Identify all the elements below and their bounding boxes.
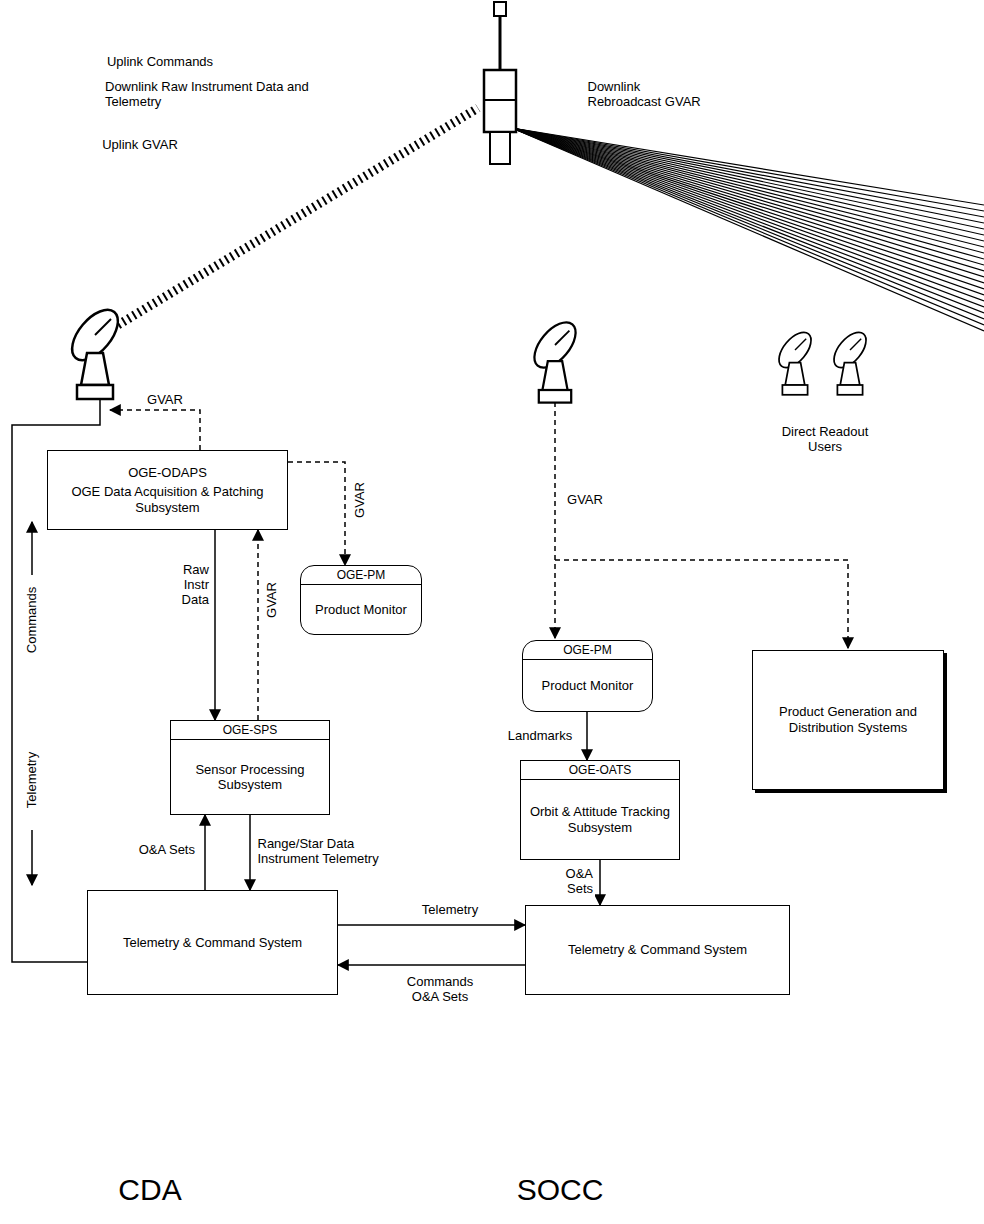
box-text: OGE-PM: [301, 566, 421, 585]
connector-arrow: [338, 964, 525, 966]
process-box: OGE-PMProduct Monitor: [522, 640, 653, 712]
box-text: Telemetry & Command System: [526, 940, 789, 960]
edge-label: O&A Sets: [133, 843, 197, 858]
connector-arrow: [288, 462, 345, 565]
box-text: Product Monitor: [301, 585, 421, 634]
connector-arrow: [599, 860, 601, 905]
edge-label: GVAR: [353, 480, 368, 520]
annotation: Uplink Commands: [105, 55, 215, 70]
edge-label: GVAR: [265, 580, 280, 620]
process-box: OGE-SPSSensor Processing Subsystem: [170, 720, 330, 815]
connector-arrow: [214, 530, 216, 720]
broadcast-fan: [512, 128, 984, 331]
antenna-dish: [63, 302, 126, 399]
edge-label: Landmarks: [506, 729, 574, 744]
edge-label: Telemetry: [420, 903, 480, 918]
box-text: OGE Data Acquisition & Patching Subsyste…: [48, 482, 287, 517]
box-text: Sensor Processing Subsystem: [171, 740, 329, 814]
site-name: CDA: [116, 1173, 183, 1208]
antenna-dish: [828, 327, 872, 395]
box-text: OGE-OATS: [521, 761, 679, 780]
process-box: OGE-OATSOrbit & Attitude Tracking Subsys…: [520, 760, 680, 860]
annotation: Downlink Rebroadcast GVAR: [586, 80, 715, 110]
connector-arrow: [249, 815, 251, 890]
connector-arrow: [338, 924, 525, 926]
edge-label: Commands O&A Sets: [398, 975, 482, 1005]
process-box: Telemetry & Command System: [525, 905, 790, 995]
antenna-dish: [773, 327, 817, 395]
connector-arrow: [257, 530, 259, 720]
annotation: GVAR: [145, 393, 185, 408]
box-text: OGE-SPS: [171, 721, 329, 740]
box-text: Telemetry & Command System: [88, 933, 337, 953]
box-text: Product Generation and Distribution Syst…: [753, 702, 943, 737]
process-box: Product Generation and Distribution Syst…: [752, 650, 944, 790]
box-text: Product Monitor: [523, 660, 652, 711]
feed-lines: [12, 400, 848, 962]
process-box: OGE-ODAPSOGE Data Acquisition & Patching…: [47, 450, 288, 530]
annotation: Uplink GVAR: [100, 138, 180, 153]
box-text: OGE-PM: [523, 641, 652, 660]
annotation: Commands: [25, 585, 40, 655]
box-text: OGE-ODAPS: [48, 463, 287, 483]
process-box: OGE-PMProduct Monitor: [300, 565, 422, 635]
annotation: Telemetry: [25, 750, 40, 810]
annotation: GVAR: [565, 493, 605, 508]
connector-arrow: [204, 815, 206, 890]
box-text: Orbit & Attitude Tracking Subsystem: [521, 780, 679, 859]
satellite: [484, 2, 516, 164]
process-box: Telemetry & Command System: [87, 890, 338, 995]
connector-arrow: [586, 712, 588, 760]
site-name: SOCC: [515, 1173, 606, 1208]
edge-label: Range/Star Data Instrument Telemetry: [256, 837, 395, 867]
antenna-dish: [527, 315, 584, 403]
edge-label: O&A Sets: [549, 867, 595, 897]
annotation: Downlink Raw Instrument Data and Telemet…: [103, 80, 357, 110]
edge-label: Raw Instr Data: [165, 563, 211, 608]
annotation: Direct Readout Users: [778, 425, 872, 455]
